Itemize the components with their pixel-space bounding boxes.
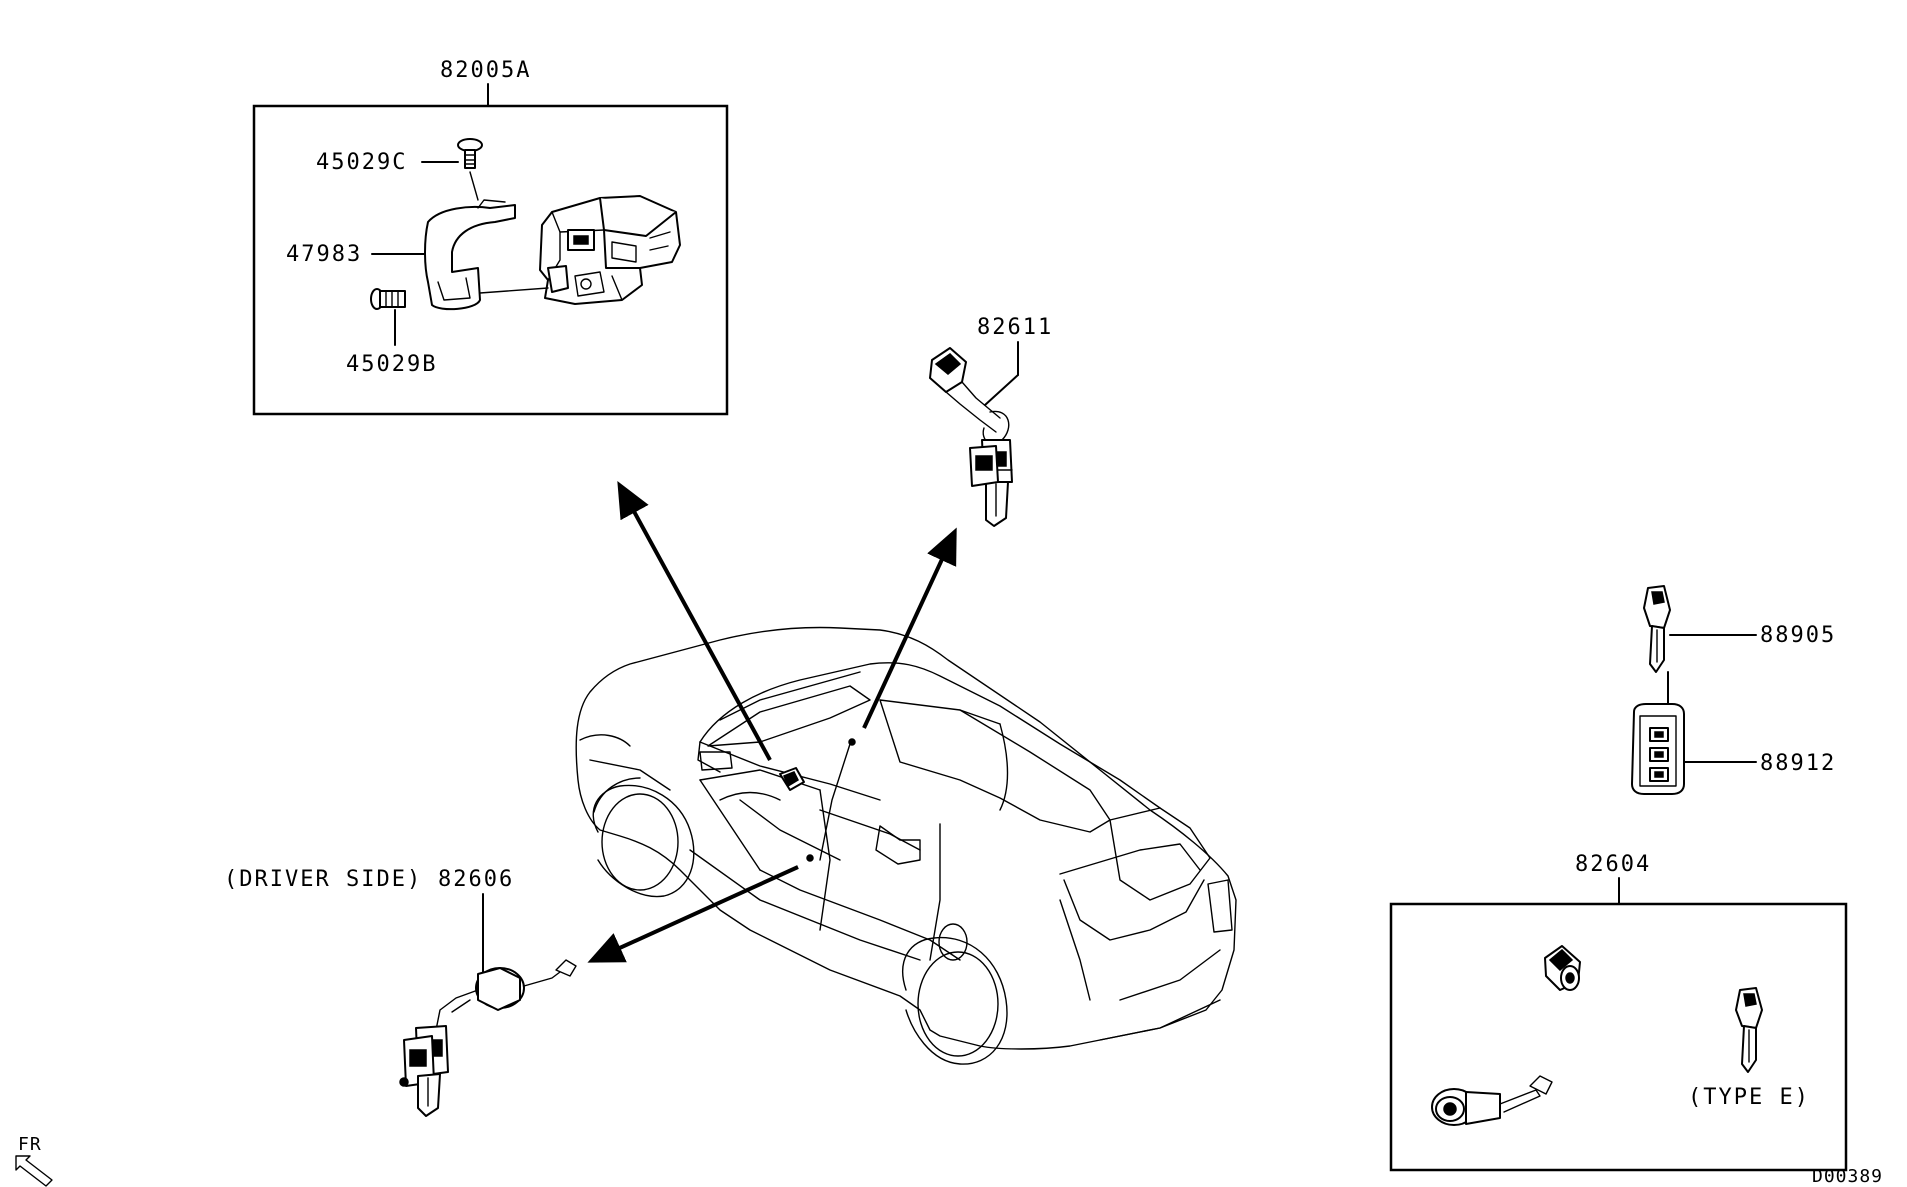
cover-part-icon xyxy=(424,199,516,311)
door-lock-cylinder-icon xyxy=(399,959,577,1117)
label-driver-side[interactable]: (DRIVER SIDE) xyxy=(224,867,422,892)
arrow-to-key-set xyxy=(862,527,957,729)
label-88912[interactable]: 88912 xyxy=(1760,751,1836,776)
screw-lower-icon xyxy=(370,288,406,310)
ignition-location-icon xyxy=(779,767,805,791)
label-45029C[interactable]: 45029C xyxy=(316,150,407,175)
screw-upper-icon xyxy=(457,138,483,169)
lock-cylinder-set-group: 82604 (TYPE E) xyxy=(1389,852,1848,1172)
label-88905[interactable]: 88905 xyxy=(1760,623,1836,648)
arrow-to-door-cylinder xyxy=(587,865,799,963)
fr-arrow-icon xyxy=(15,1155,53,1187)
ignition-switch-assembly-group: 82005A 45029C 47983 45029B xyxy=(252,58,729,416)
vehicle-outline-icon xyxy=(575,626,1237,1065)
arrow-to-ignition-box xyxy=(617,480,772,761)
front-direction-indicator: FR xyxy=(15,1134,53,1187)
ignition-switch-box xyxy=(252,104,729,416)
cylinder-key-set-icon xyxy=(929,347,1013,527)
door-cylinder-small-icon xyxy=(1431,1075,1553,1126)
key-blank-icon xyxy=(1643,585,1671,673)
cylinder-key-set-group: 82611 xyxy=(929,315,1053,527)
label-82604[interactable]: 82604 xyxy=(1575,852,1651,877)
ignition-switch-body-icon xyxy=(539,195,681,305)
remote-transmitter-icon xyxy=(1631,703,1685,795)
small-cylinder-icon xyxy=(1544,945,1581,991)
label-45029B[interactable]: 45029B xyxy=(346,352,437,377)
label-82606[interactable]: 82606 xyxy=(438,867,514,892)
drawing-id: D00389 xyxy=(1812,1166,1883,1187)
label-47983[interactable]: 47983 xyxy=(286,242,362,267)
type-e-key-icon xyxy=(1735,987,1763,1073)
lock-cylinder-set-box xyxy=(1389,902,1848,1172)
label-82611[interactable]: 82611 xyxy=(977,315,1053,340)
leader-arrows xyxy=(587,480,957,963)
door-lock-cylinder-group: (DRIVER SIDE) 82606 xyxy=(224,867,577,1117)
label-82005A[interactable]: 82005A xyxy=(440,58,531,83)
label-type-e[interactable]: (TYPE E) xyxy=(1688,1085,1810,1110)
key-remote-group: 88905 88912 xyxy=(1631,585,1836,795)
fr-label: FR xyxy=(18,1134,42,1155)
